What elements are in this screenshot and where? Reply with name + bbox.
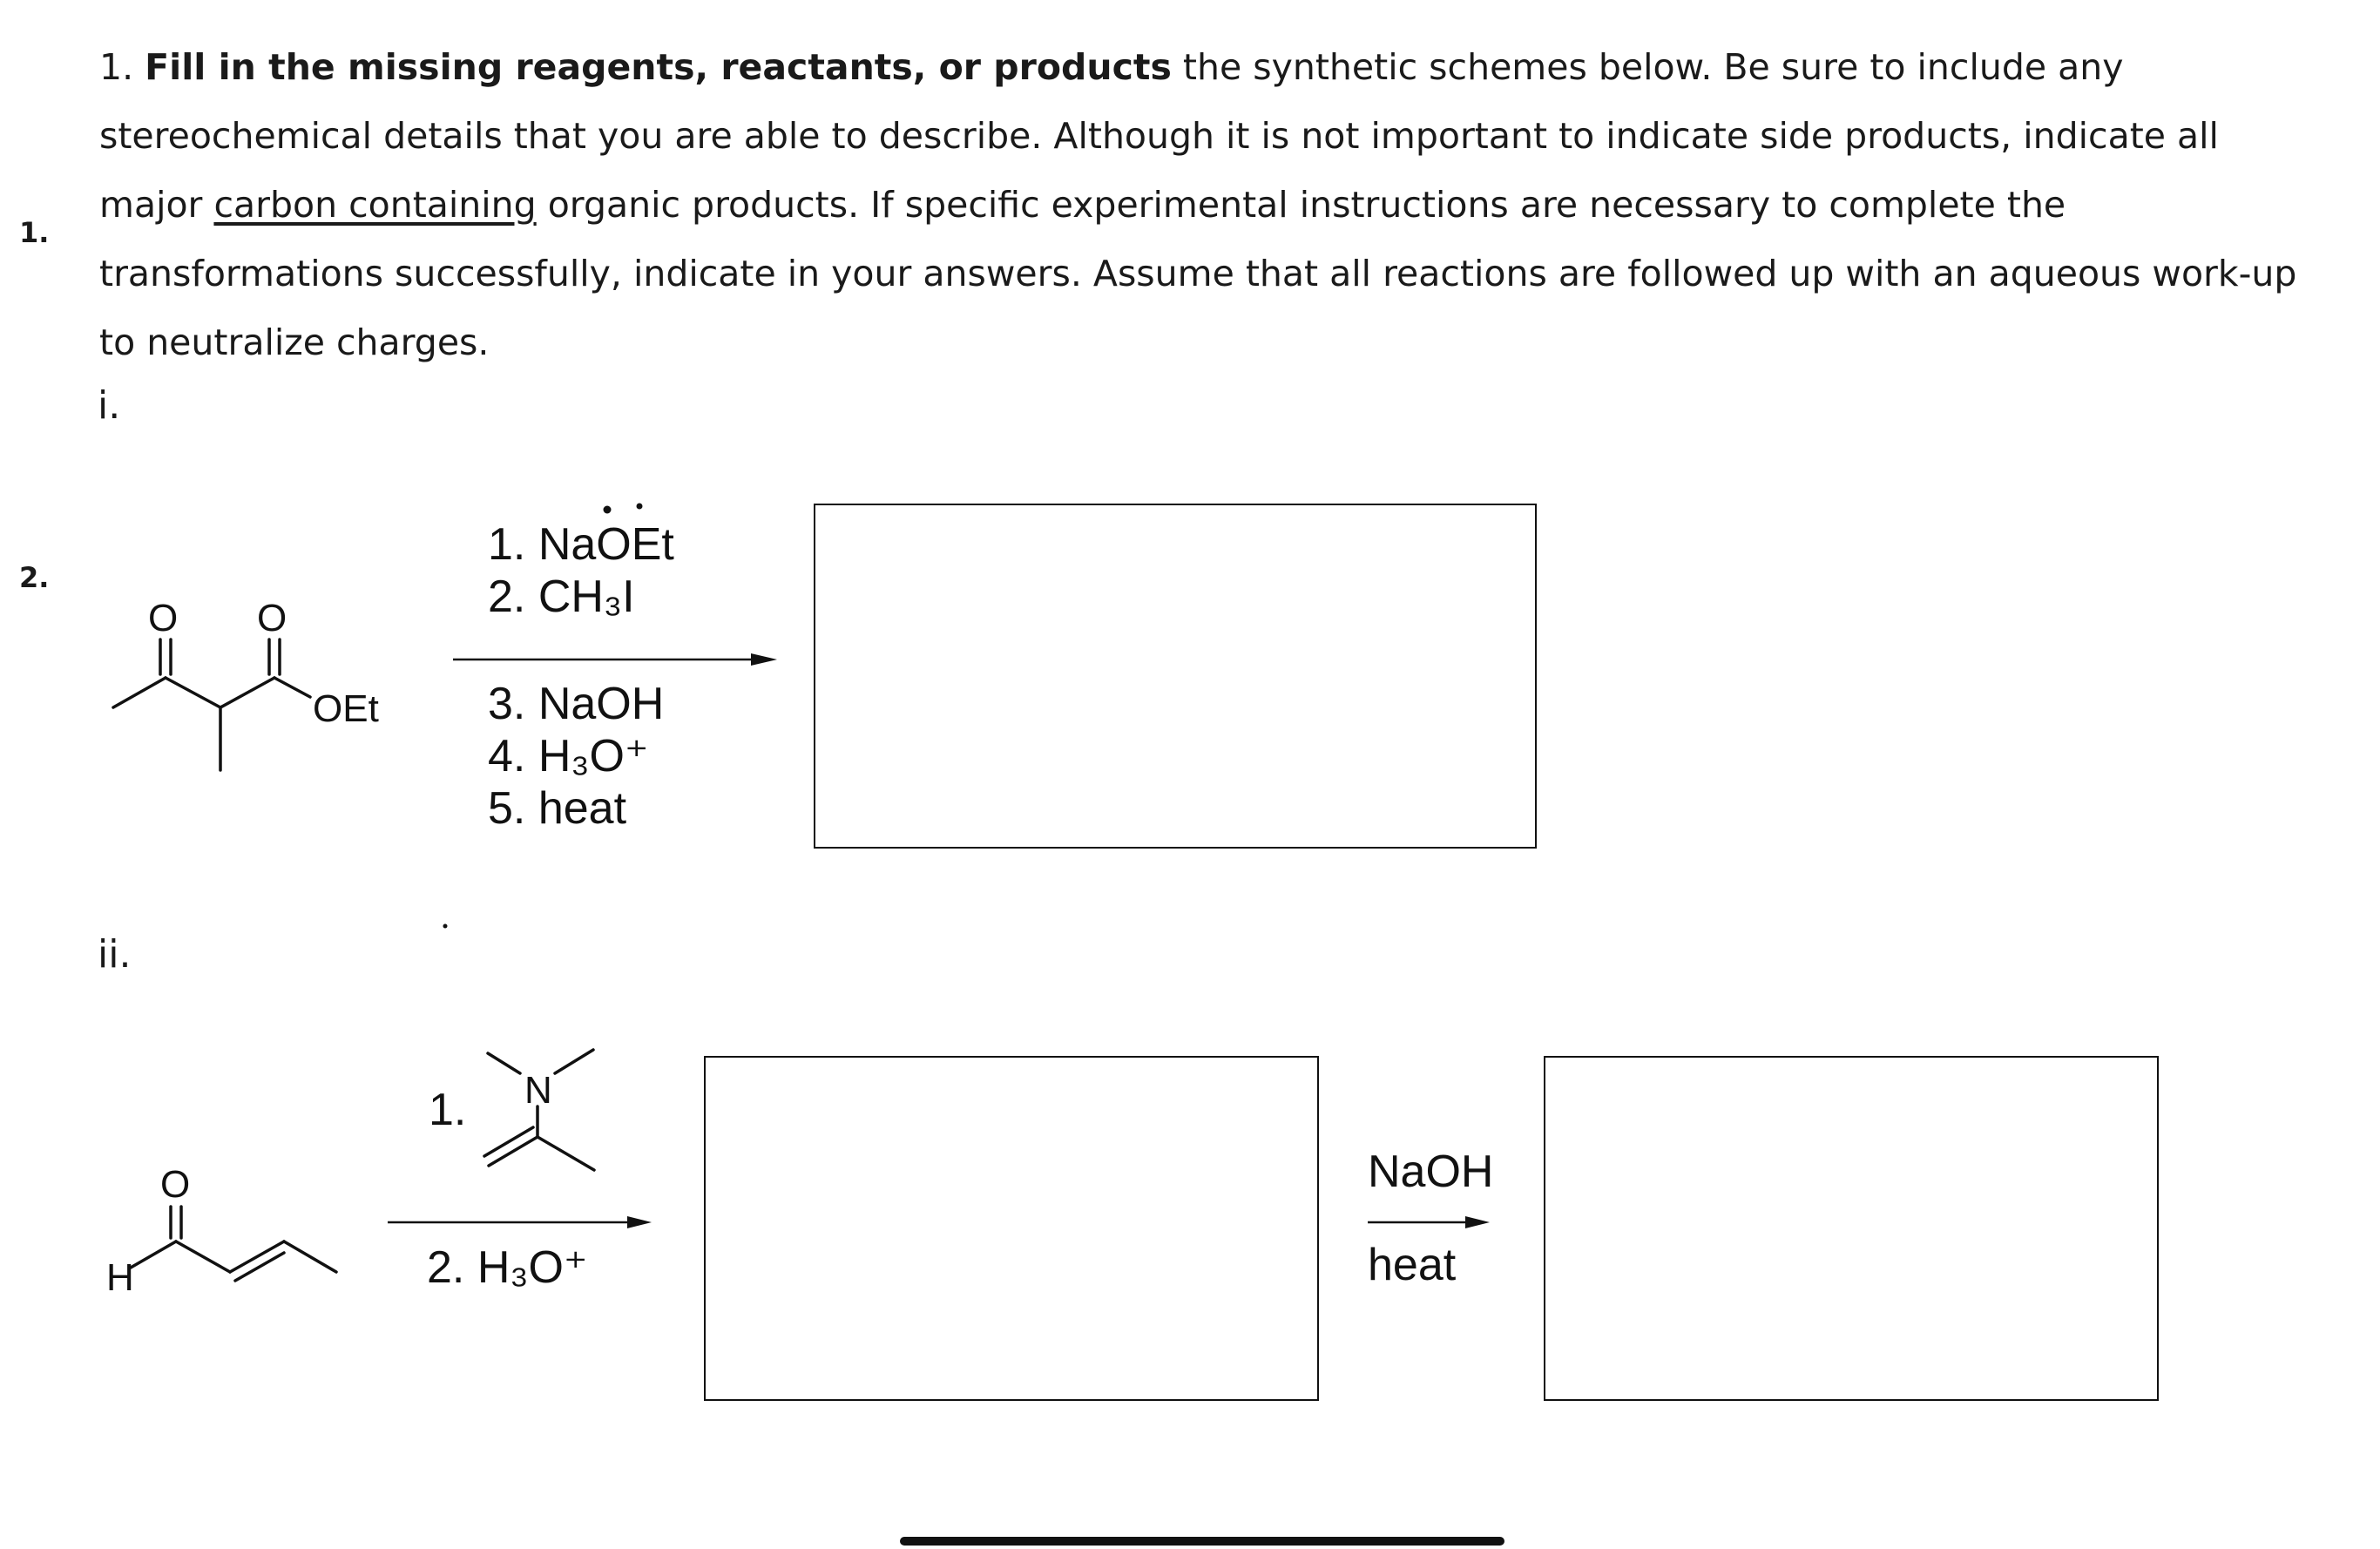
answer-box-ii-b[interactable] [1544,1056,2159,1401]
arrowhead-ii-b [1465,1216,1490,1228]
reagent-step-4: 4. H₃O⁺ [488,731,649,781]
margin-number-1: 1. [19,216,50,249]
reagent-step-2-ii: 2. H₃O⁺ [427,1242,588,1293]
reagent-step-5: 5. heat [488,783,627,834]
reagent-step-2: 2. CH₃I [488,572,635,622]
part-ii-label: ii. [98,932,132,977]
enamine-structure [483,1048,596,1172]
atom-ethoxy: OEt [313,687,379,730]
question-bold-lead: Fill in the missing reagents, reactants,… [145,46,1172,88]
atom-hydrogen-aldehyde: H [106,1256,134,1299]
part-i-label: i. [98,383,121,428]
enal-structure [129,1205,338,1282]
reagents-above-arrow-i: 1. NaOEt 2. CH₃I [488,518,674,623]
reagent-step-3: 3. NaOH [488,679,665,729]
home-indicator-bar[interactable] [900,1537,1504,1546]
reagent-heat: heat [1368,1240,1457,1290]
reagent-step-1: 1. NaOEt [488,519,674,570]
answer-box-ii-a[interactable] [704,1056,1319,1401]
atom-nitrogen-enamine: N [524,1069,552,1112]
atom-oxygen-aldehyde: O [160,1163,191,1206]
answer-box-i[interactable] [814,504,1537,849]
question-text-a: the synthetic schemes below. Be sure to … [99,46,2219,226]
question-instructions: 1. Fill in the missing reagents, reactan… [99,33,2329,377]
arrowhead-i [751,653,777,666]
beta-ketoester-structure [112,638,312,772]
question-text-b: organic products. If specific experiment… [99,184,2297,363]
lone-pair-dot [603,505,612,514]
question-number: 1. [99,46,134,88]
reagents-below-arrow-i: 3. NaOH 4. H₃O⁺ 5. heat [488,678,664,835]
question-underlined-text: carbon containing [213,184,537,226]
reagent-naoh: NaOH [1368,1147,1494,1197]
atom-oxygen-ketone: O [148,597,179,639]
arrowhead-ii-a [627,1216,652,1228]
lone-pair-dot [636,503,643,510]
step-1-label: 1. [429,1085,467,1135]
stray-dot [443,923,448,929]
atom-oxygen-ester: O [257,597,287,639]
margin-number-2: 2. [19,561,50,594]
